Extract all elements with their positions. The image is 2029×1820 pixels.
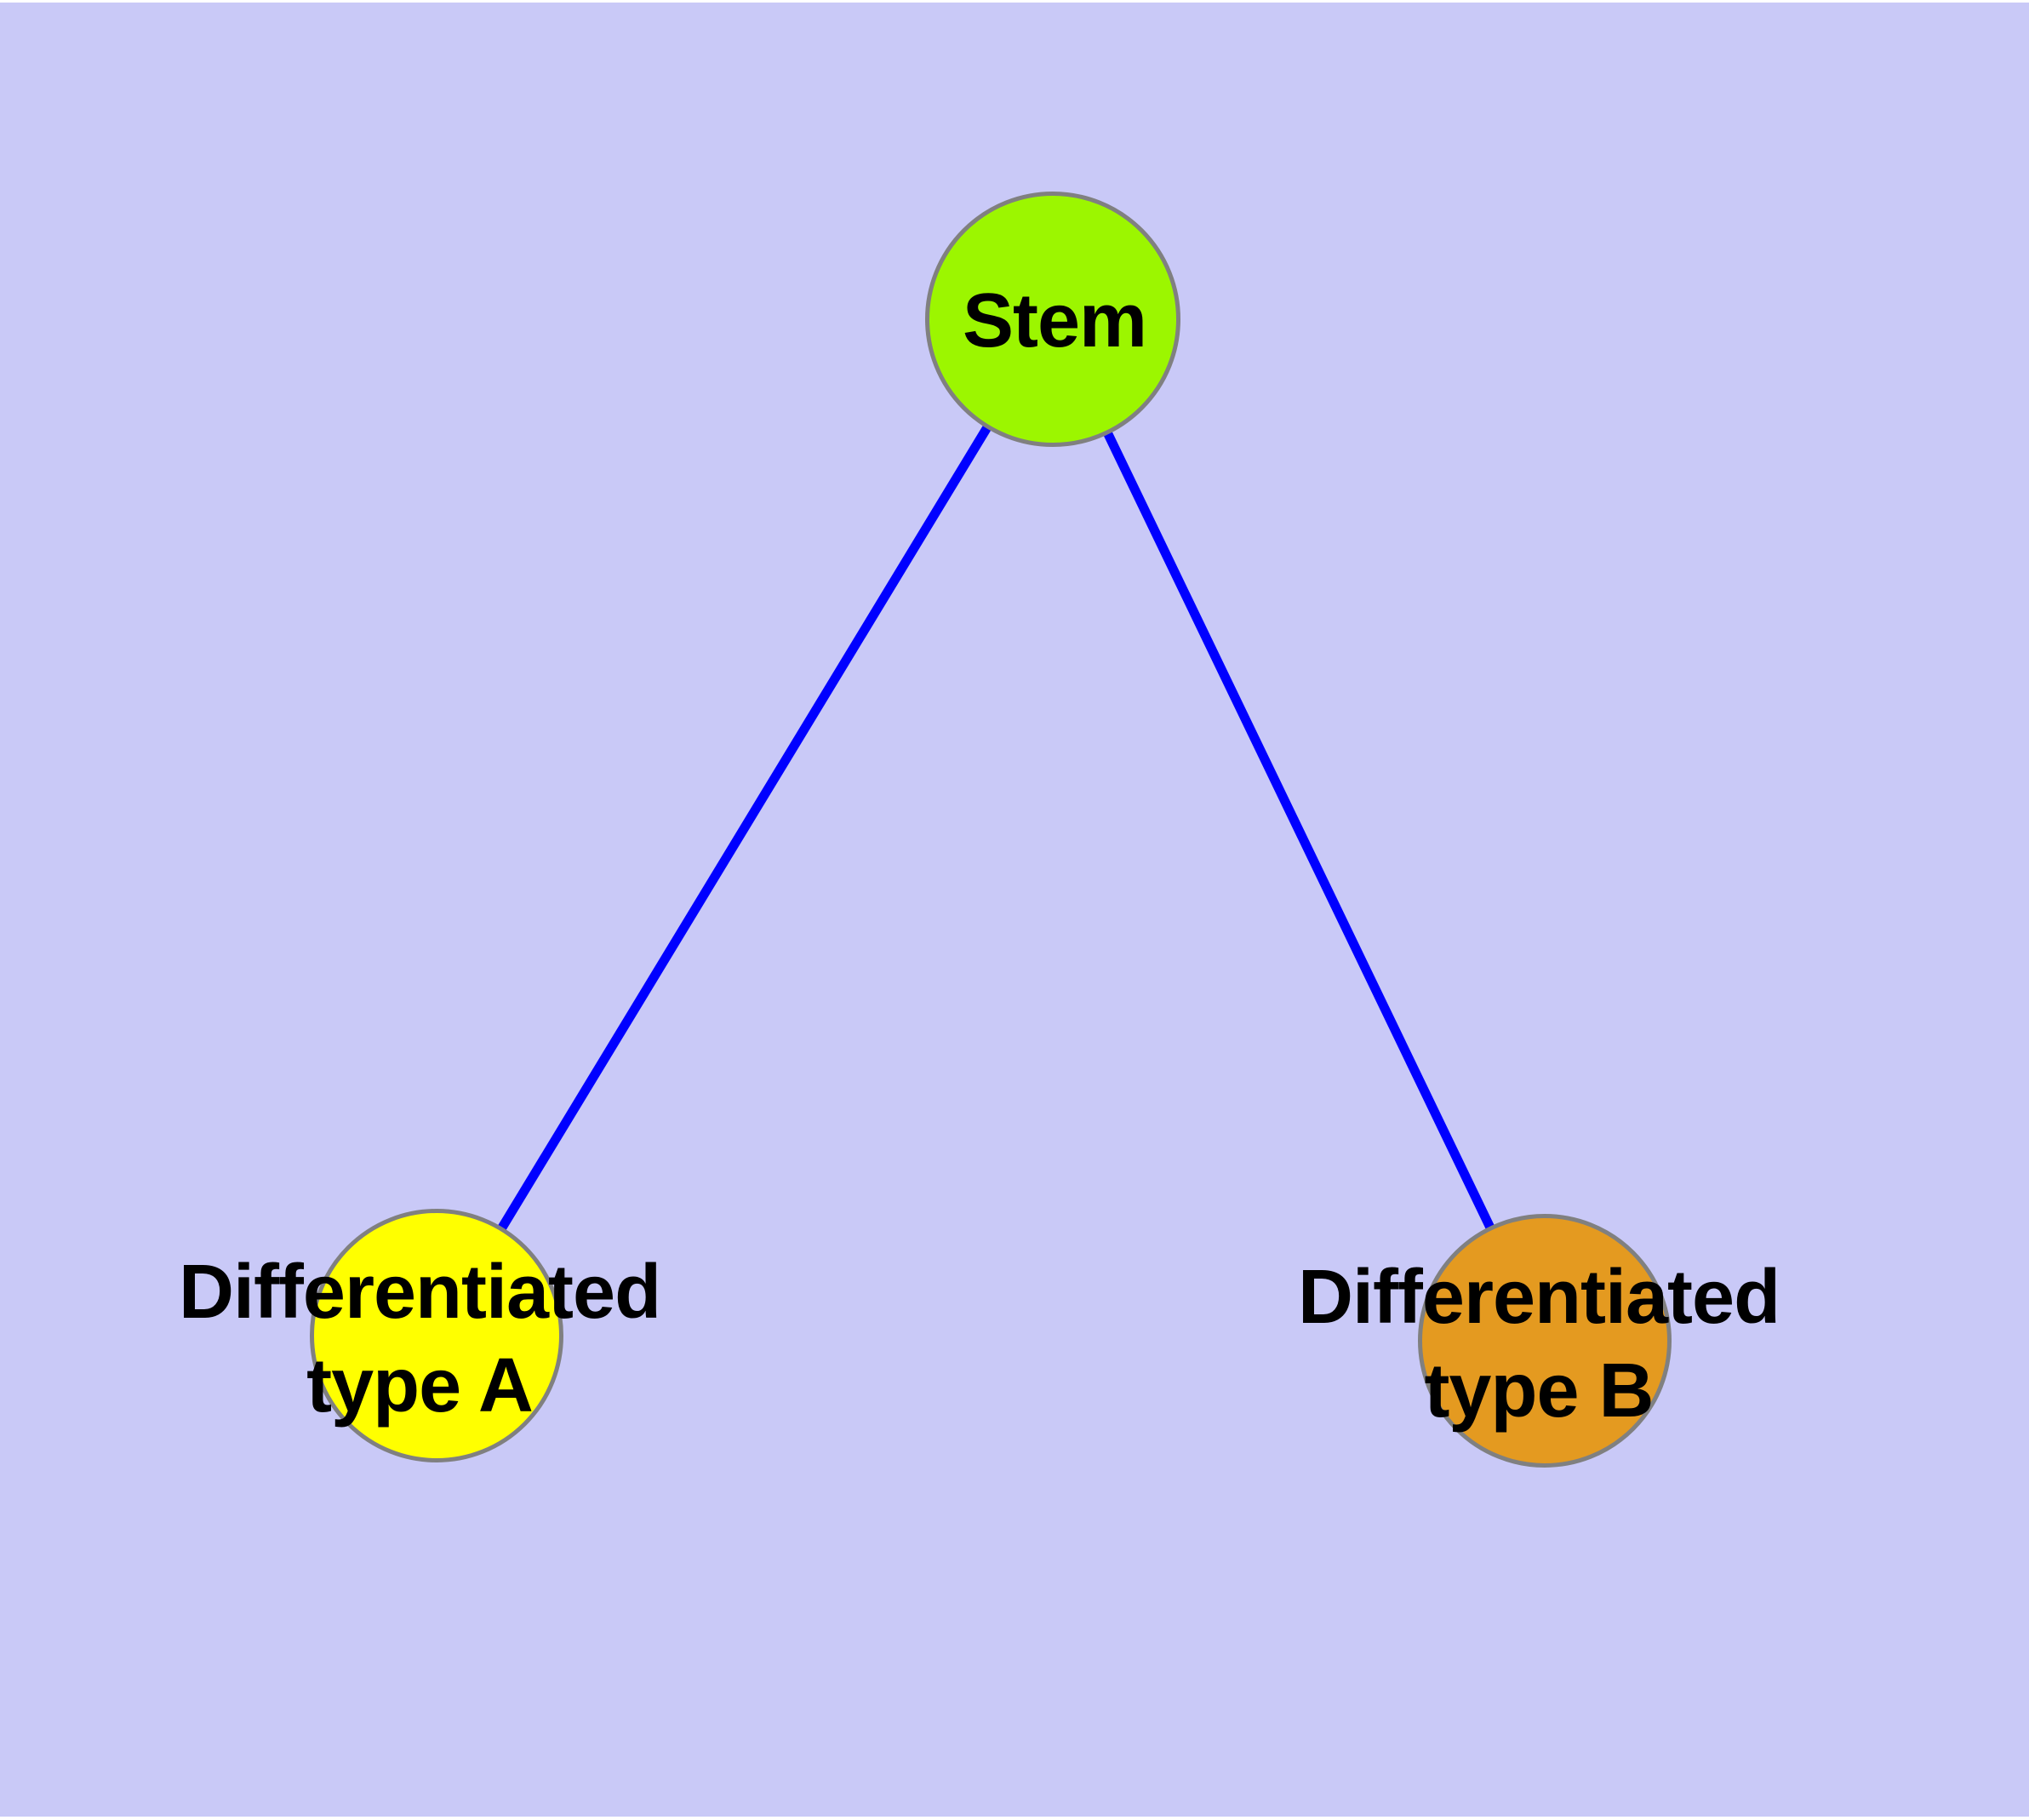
- node-differentiated-type-a-circle: [310, 1209, 563, 1462]
- node-stem-label: Stem: [962, 274, 1147, 368]
- node-differentiated-type-b-label: Differentiated type B: [1298, 1251, 1780, 1438]
- edge-stem-to-type-a: [432, 317, 1057, 1338]
- node-stem-circle: [925, 192, 1180, 447]
- type-a-label-line-1: Differentiated: [178, 1250, 661, 1335]
- diagram-canvas: Stem Differentiated type A Differentiate…: [0, 3, 2029, 1817]
- type-b-label-line-1: Differentiated: [1297, 1255, 1780, 1340]
- node-differentiated-type-a-label: Differentiated type A: [178, 1245, 661, 1433]
- stem-label-line-1: Stem: [962, 278, 1147, 363]
- node-differentiated-type-b-circle: [1418, 1214, 1672, 1468]
- type-b-label-line-2: type B: [1424, 1348, 1654, 1434]
- edge-stem-to-type-b: [1049, 317, 1549, 1343]
- type-a-label-line-2: type A: [306, 1343, 534, 1428]
- edges-layer: [432, 317, 1549, 1343]
